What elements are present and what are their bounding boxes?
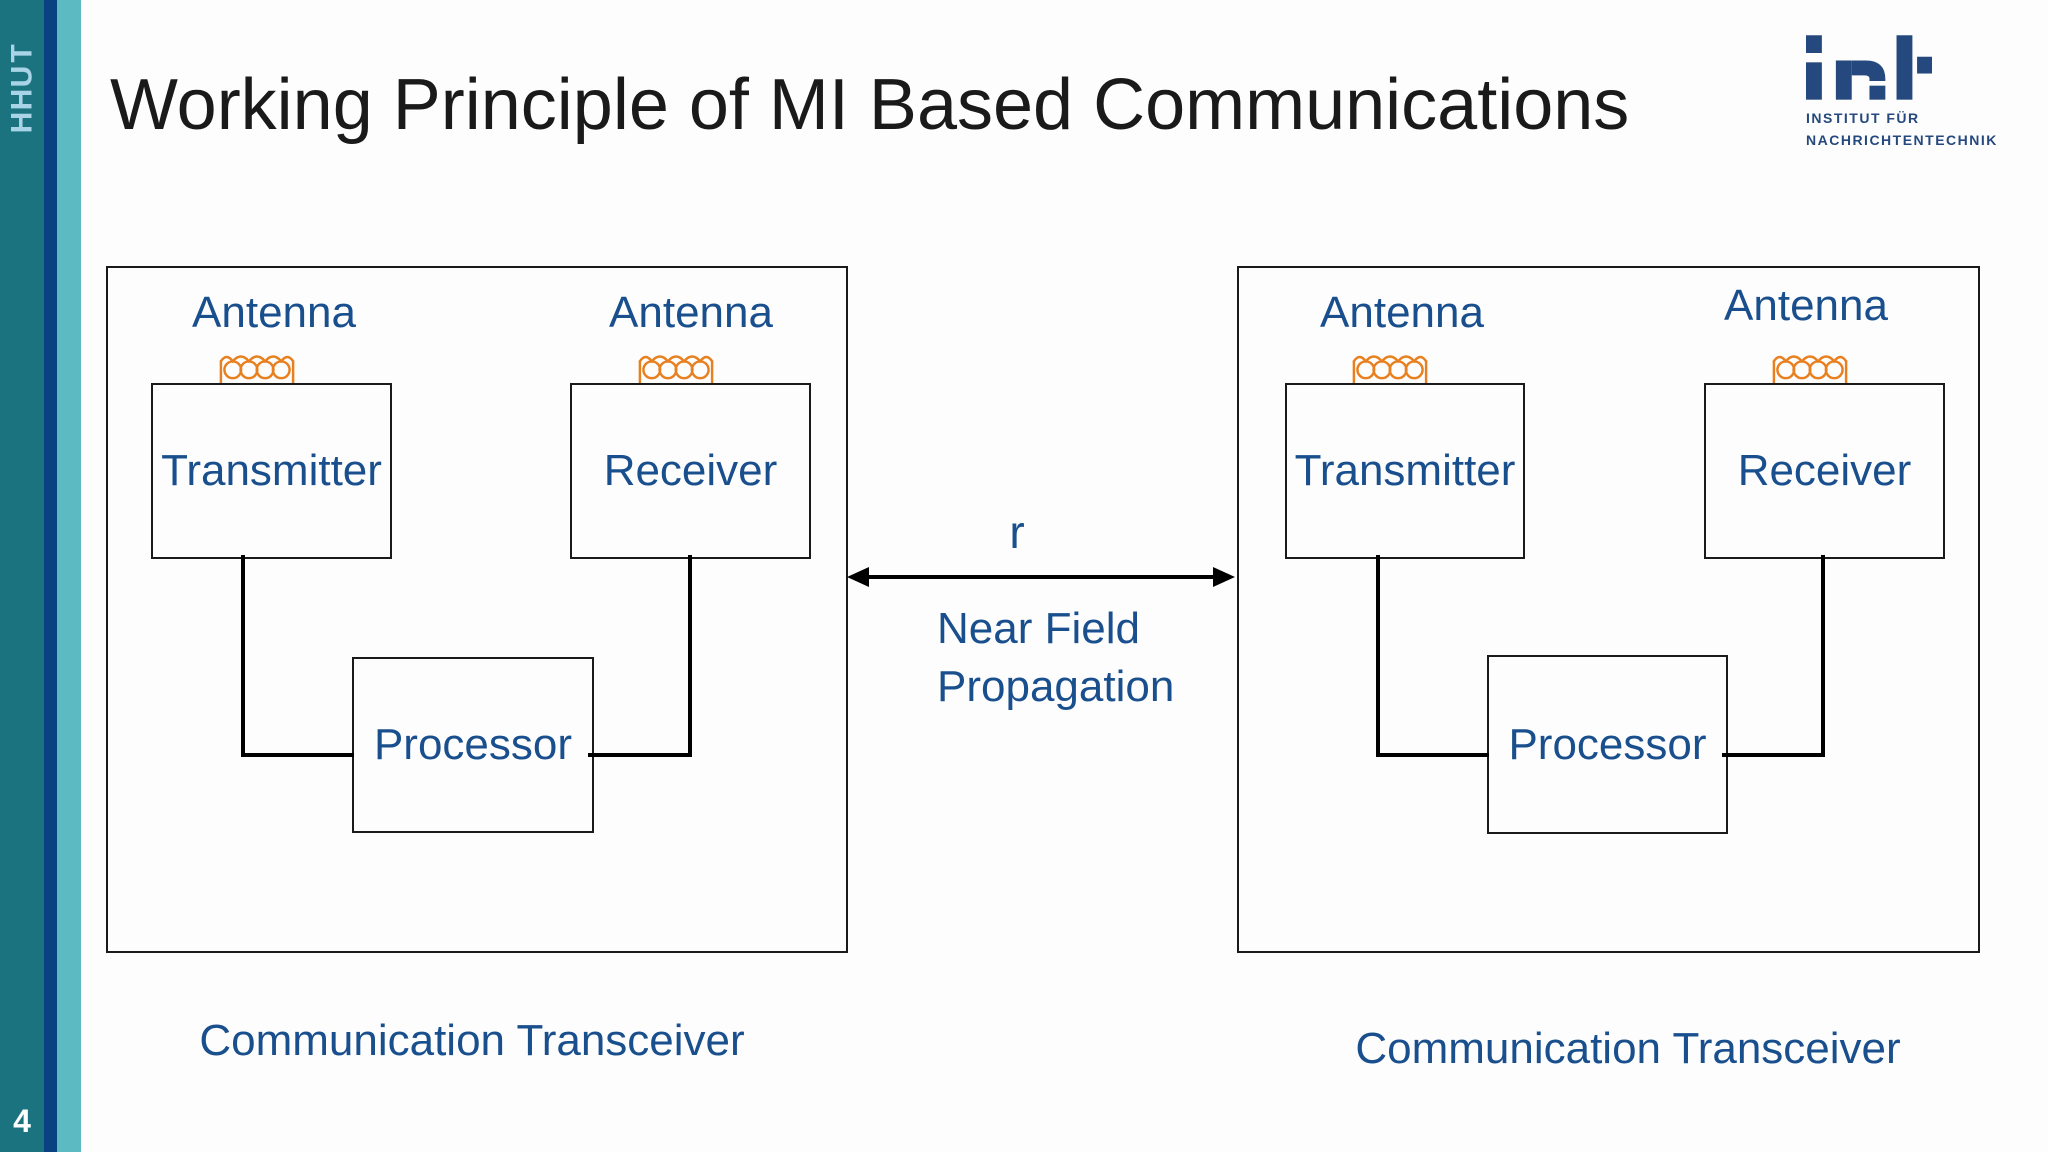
int-logo-icon [1806,35,1932,100]
inductor-coil-icon [1352,355,1428,385]
left-transceiver-box [106,266,848,953]
right-transceiver-caption: Communication Transceiver [1355,1024,1901,1073]
left-processor-label: Processor [373,720,573,769]
right-transmitter-label: Transmitter [1294,446,1516,495]
left-receiver-box: Receiver [570,383,811,559]
sidebar-blue-stripe [44,0,57,1152]
double-headed-arrow-icon [847,567,1235,587]
slide-title: Working Principle of MI Based Communicat… [110,65,1630,145]
sidebar-light-teal-stripe [57,0,81,1152]
left-antenna-label-2: Antenna [609,288,773,337]
connector-line [241,555,245,757]
right-processor-box: Processor [1487,655,1728,834]
connector-line [588,753,692,757]
propagation-line2: Propagation [937,662,1175,712]
right-antenna-label-1: Antenna [1320,288,1484,337]
right-antenna-label-2: Antenna [1724,281,1888,330]
sidebar-teal-band [0,0,44,1152]
institute-logo: INSTITUT FÜR NACHRICHTENTECHNIK [1806,34,2036,148]
left-antenna-label-1: Antenna [192,288,356,337]
connector-line [1376,555,1380,757]
right-receiver-box: Receiver [1704,383,1945,559]
connector-line [1821,555,1825,757]
inductor-coil-icon [219,355,295,385]
right-transmitter-box: Transmitter [1285,383,1525,559]
left-processor-box: Processor [352,657,594,833]
institute-name-line2: NACHRICHTENTECHNIK [1806,132,1998,148]
left-receiver-label: Receiver [603,446,778,495]
page-number: 4 [13,1103,31,1139]
connector-line [241,753,354,757]
connector-line [1722,753,1825,757]
connector-line [688,555,692,757]
inductor-coil-icon [1772,355,1848,385]
left-transceiver-caption: Communication Transceiver [199,1016,745,1065]
propagation-label: Near Field Propagation [937,600,1174,716]
right-transceiver-box [1237,266,1980,953]
tuhh-letter: H [5,111,39,134]
propagation-line1: Near Field [937,604,1140,653]
right-processor-label: Processor [1508,719,1707,769]
distance-label: r [1009,506,1025,558]
left-transmitter-box: Transmitter [151,383,392,559]
connector-line [1376,753,1489,757]
right-receiver-label: Receiver [1737,446,1912,495]
left-transmitter-label: Transmitter [161,446,382,495]
institute-name-line1: INSTITUT FÜR [1806,110,1920,126]
inductor-coil-icon [638,355,714,385]
